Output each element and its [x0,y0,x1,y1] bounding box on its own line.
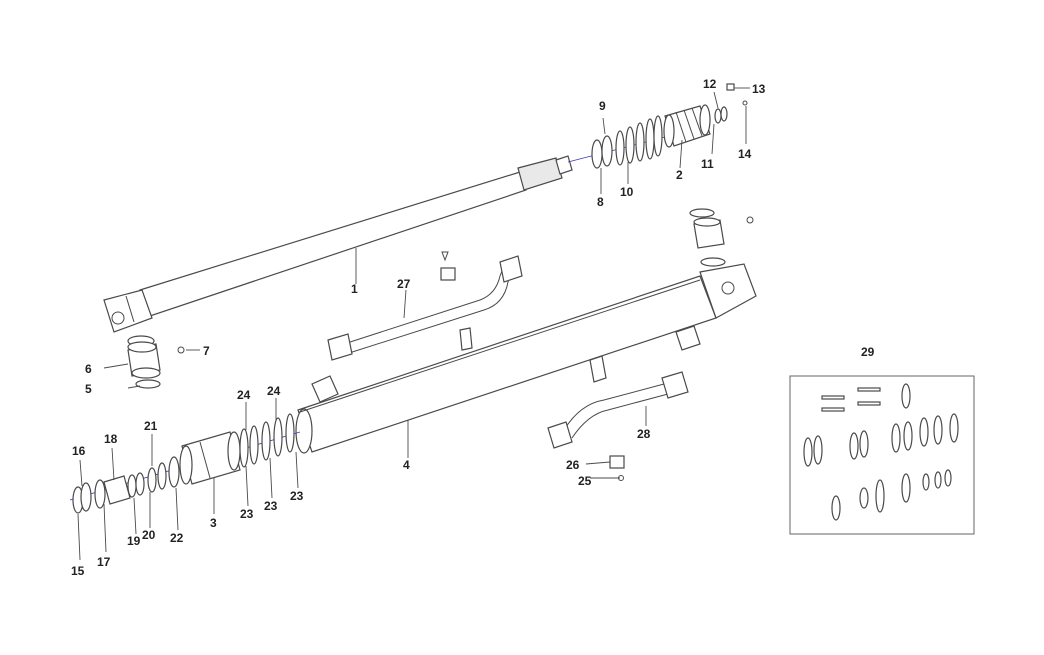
callout-7: 7 [203,344,210,358]
callout-15: 15 [71,564,85,578]
callout-28: 28 [637,427,651,441]
callout-9: 9 [599,99,606,113]
part-28-hydraulic-tube [547,371,689,481]
leader-lines [77,87,750,561]
part-27-hydraulic-tube [327,251,523,361]
callout-6: 6 [85,362,92,376]
callout-12: 12 [703,77,717,91]
callout-24a: 24 [237,388,251,402]
callout-23c: 23 [290,489,304,503]
callout-5: 5 [85,382,92,396]
packing-stack-lower [69,413,301,514]
bushing-assembly-left [127,335,185,389]
callout-22: 22 [170,531,184,545]
callout-29: 29 [861,345,875,359]
callout-2: 2 [676,168,683,182]
callout-4: 4 [403,458,410,472]
callout-21: 21 [144,419,158,433]
callout-23b: 23 [264,499,278,513]
callout-25: 25 [578,474,592,488]
callout-labels: 1 2 3 4 5 6 7 8 9 10 11 12 13 14 15 16 1… [71,77,875,578]
seal-kit-box-29 [789,375,975,535]
callout-24b: 24 [267,384,281,398]
callout-27: 27 [397,277,411,291]
callout-1: 1 [351,282,358,296]
bushing-assembly-right [689,208,754,267]
callout-18: 18 [104,432,118,446]
callout-13: 13 [752,82,766,96]
callout-3: 3 [210,516,217,530]
callout-20: 20 [142,528,156,542]
callout-11: 11 [701,157,714,171]
packing-stack-upper [591,83,748,169]
callout-17: 17 [97,555,111,569]
part-1-piston-rod [103,127,701,333]
callout-26: 26 [566,458,580,472]
callout-8: 8 [597,195,604,209]
callout-10: 10 [620,185,634,199]
part-4-cylinder-barrel [295,263,757,454]
callout-16: 16 [72,444,86,458]
callout-19: 19 [127,534,141,548]
callout-23a: 23 [240,507,254,521]
callout-14: 14 [738,147,752,161]
